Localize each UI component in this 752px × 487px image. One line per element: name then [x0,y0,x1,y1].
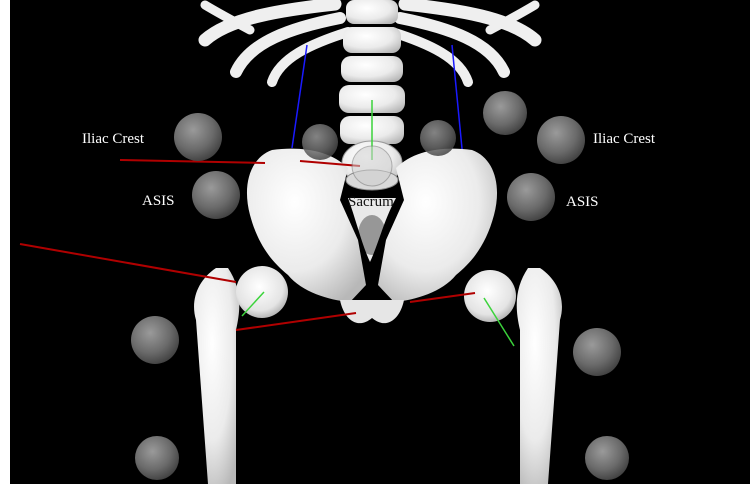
left-femur [194,266,288,484]
marker-left-thigh[interactable] [131,316,179,364]
right-femur [464,268,562,484]
label-sacrum: Sacrum [348,193,394,211]
marker-right-upper[interactable] [420,120,456,156]
marker-right-knee[interactable] [585,436,629,480]
marker-right-iliac-crest[interactable] [537,116,585,164]
marker-left-upper[interactable] [302,124,338,160]
marker-right-top[interactable] [483,91,527,135]
marker-sacrum[interactable] [352,146,392,186]
label-iliac-crest-right: Iliac Crest [593,130,655,148]
label-asis-left: ASIS [142,192,175,210]
marker-left-asis[interactable] [192,171,240,219]
marker-left-iliac-crest[interactable] [174,113,222,161]
marker-right-asis[interactable] [507,173,555,221]
label-asis-right: ASIS [566,193,599,211]
3d-viewport[interactable]: Iliac Crest Iliac Crest ASIS ASIS Sacrum [10,0,750,484]
marker-left-knee[interactable] [135,436,179,480]
label-iliac-crest-left: Iliac Crest [82,130,144,148]
skeleton-scene [10,0,750,484]
marker-right-thigh[interactable] [573,328,621,376]
